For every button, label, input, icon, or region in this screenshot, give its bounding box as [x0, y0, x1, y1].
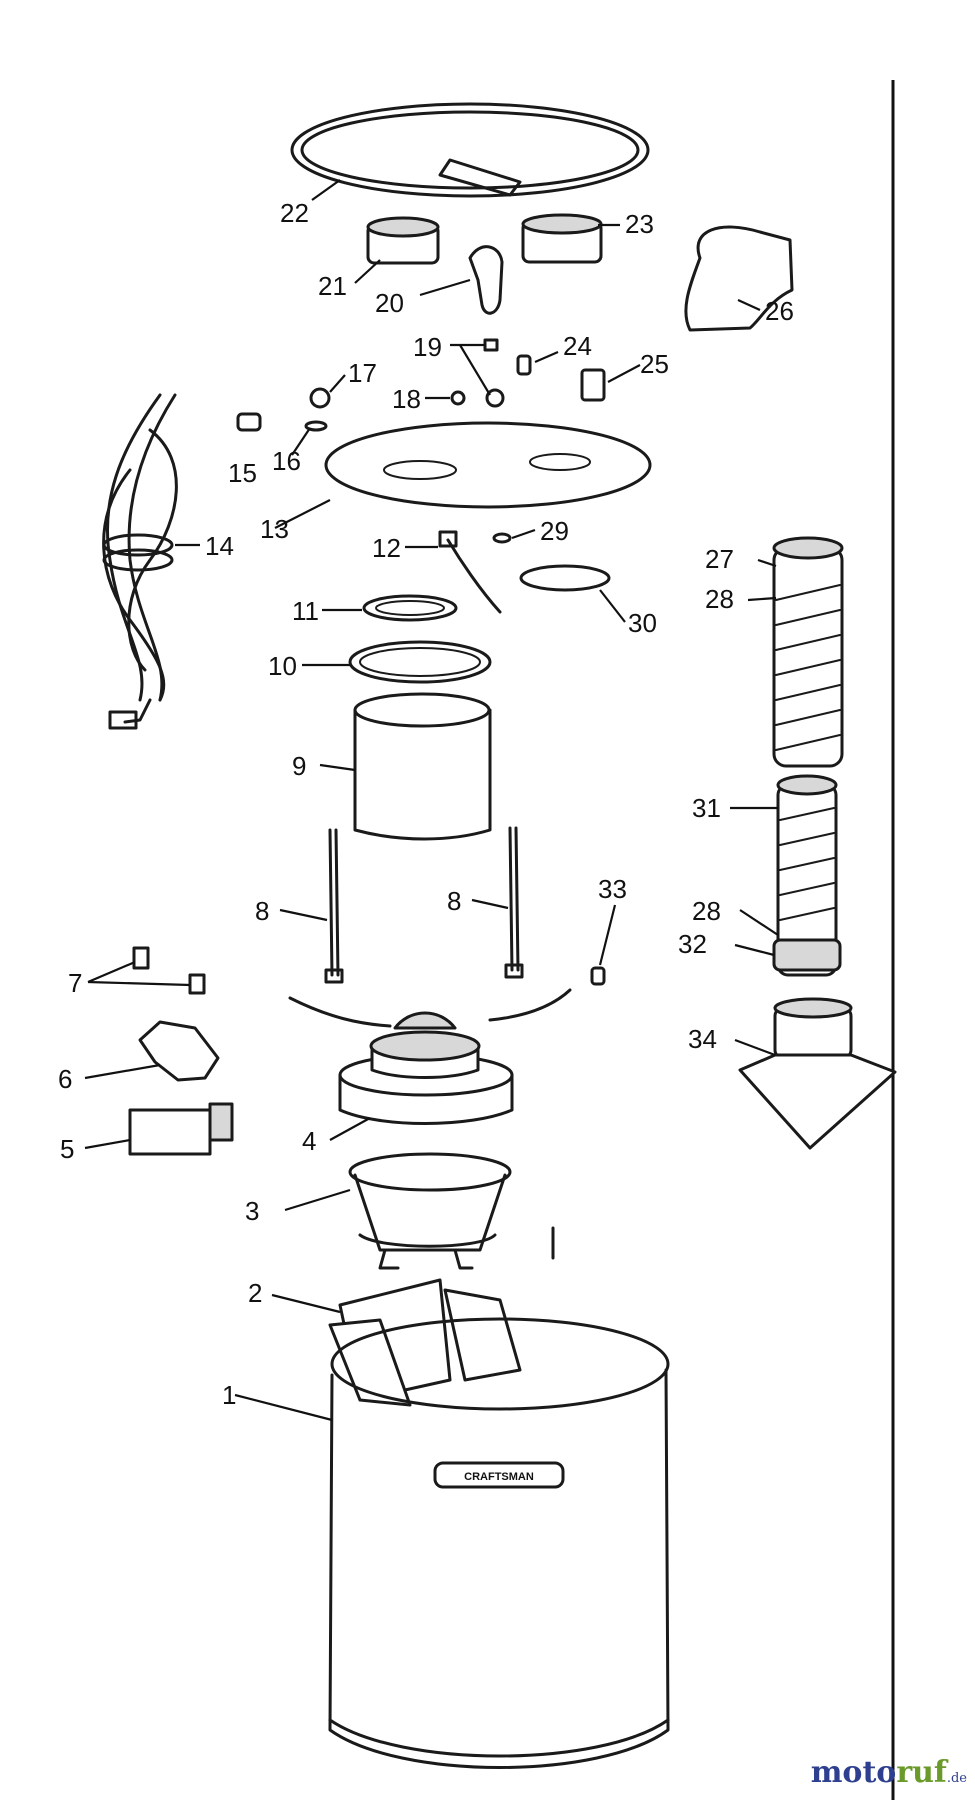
- label-part-21: 21: [318, 271, 347, 301]
- part-29-washer: [492, 532, 512, 544]
- part-22-clamp-band: [290, 102, 650, 198]
- part-19-screw: [483, 338, 499, 352]
- part-25-block: [580, 368, 606, 402]
- label-part-20: 20: [375, 288, 404, 318]
- part-3-float-cage: [348, 1152, 512, 1270]
- label-part-25: 25: [640, 349, 669, 379]
- label-part-8-right: 8: [447, 886, 461, 916]
- part-8-rod-right: [504, 826, 524, 979]
- label-part-30: 30: [628, 608, 657, 638]
- part-23-cap: [521, 213, 603, 264]
- label-part-13: 13: [260, 514, 289, 544]
- part-33-screw: [590, 966, 606, 986]
- part-24-spring: [516, 354, 532, 376]
- watermark-suffix: .de: [946, 1771, 967, 1786]
- part-17-nut: [309, 387, 331, 409]
- label-part-29: 29: [540, 516, 569, 546]
- part-26-elbow: [684, 225, 794, 332]
- brand-plate: [433, 1461, 565, 1489]
- label-part-1: 1: [222, 1380, 236, 1410]
- part-6-bracket: [138, 1020, 220, 1082]
- label-part-15: 15: [228, 458, 257, 488]
- label-part-4: 4: [302, 1126, 316, 1156]
- label-part-28-upper: 28: [705, 584, 734, 614]
- part-1-drum: CRAFTSMAN: [328, 1317, 670, 1769]
- part-19-nut: [485, 388, 505, 408]
- label-part-23: 23: [625, 209, 654, 239]
- label-part-6: 6: [58, 1064, 72, 1094]
- part-10-ring: [348, 640, 492, 684]
- part-21-cap: [366, 216, 440, 265]
- part-12-clip: [438, 530, 458, 548]
- label-part-3: 3: [245, 1196, 259, 1226]
- part-5-switch: [128, 1102, 234, 1156]
- label-part-32: 32: [678, 929, 707, 959]
- part-4-motor: [338, 1011, 514, 1125]
- part-7-screws: [132, 946, 206, 995]
- part-14-power-cord: [102, 393, 178, 730]
- motor-arc-left: [288, 996, 392, 1028]
- label-part-14: 14: [205, 531, 234, 561]
- site-watermark: motoruf.de: [811, 1755, 967, 1790]
- label-part-18: 18: [392, 384, 421, 414]
- part-16-washer: [304, 420, 328, 432]
- brand-plate-text: CRAFTSMAN: [464, 1471, 534, 1483]
- label-part-34: 34: [688, 1024, 717, 1054]
- label-part-26: 26: [765, 296, 794, 326]
- part-labels: 1 2 3 4 5 6 7 8 8 9 10 11 12 13 14 15 16…: [58, 198, 794, 1410]
- label-part-2: 2: [248, 1278, 262, 1308]
- label-part-9: 9: [292, 751, 306, 781]
- watermark-part2: ruf: [896, 1755, 947, 1790]
- label-part-12: 12: [372, 533, 401, 563]
- part-18-screw: [450, 390, 466, 406]
- label-part-11: 11: [292, 596, 319, 626]
- leader-lines: [84, 179, 779, 1422]
- watermark-part1: moto: [810, 1755, 897, 1790]
- label-part-31: 31: [692, 793, 721, 823]
- part-34-nozzle: [738, 997, 897, 1150]
- part-15-bushing: [236, 412, 262, 432]
- label-part-7: 7: [68, 968, 82, 998]
- label-part-19: 19: [413, 332, 442, 362]
- label-part-27: 27: [705, 544, 734, 574]
- label-part-10: 10: [268, 651, 297, 681]
- label-part-16: 16: [272, 446, 301, 476]
- part-13-lid-plate: [324, 421, 652, 509]
- label-part-24: 24: [563, 331, 592, 361]
- label-part-8-left: 8: [255, 896, 269, 926]
- part-12-strain-relief: [446, 538, 502, 614]
- part-31-hose-lower: [772, 774, 842, 977]
- part-8-rod-left: [324, 828, 344, 984]
- part-2-filter: [328, 1278, 522, 1407]
- label-part-33: 33: [598, 874, 627, 904]
- label-part-22: 22: [280, 198, 309, 228]
- label-part-5: 5: [60, 1134, 74, 1164]
- label-part-17: 17: [348, 358, 377, 388]
- motor-arc-right: [488, 988, 572, 1022]
- part-11-filter: [362, 594, 458, 622]
- label-part-28-lower: 28: [692, 896, 721, 926]
- part-9-motor-housing: [353, 692, 492, 841]
- part-28-hose-upper: [772, 536, 844, 768]
- part-30-gasket: [519, 564, 611, 592]
- part-20-latch: [468, 245, 504, 315]
